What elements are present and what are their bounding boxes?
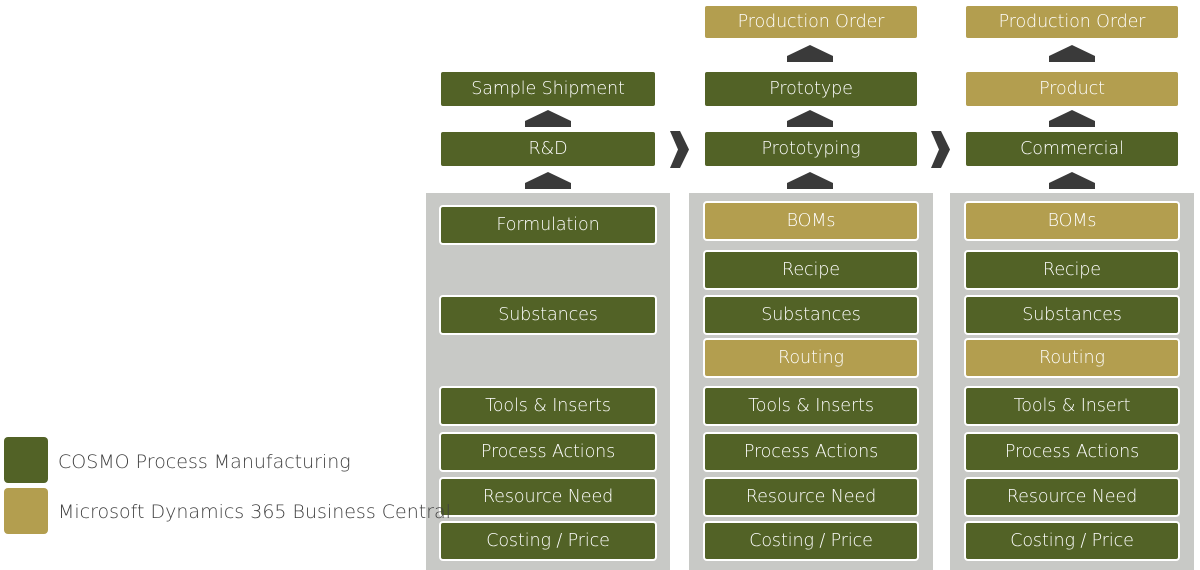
costing-price-box: Costing / Price [964,521,1180,561]
substances-box: Substances [439,295,657,335]
up-arrow-icon [787,172,833,183]
up-arrow-icon [787,121,833,127]
resource-need-box: Resource Need [964,477,1180,517]
up-arrow-icon [787,110,833,121]
legend-label-bc: Microsoft Dynamics 365 Business Central [58,501,451,523]
resource-need-box: Resource Need [439,477,657,517]
costing-price-box: Costing / Price [439,521,657,561]
boms-box: BOMs [964,201,1180,241]
routing-box: Routing [703,338,919,378]
prototyping-box: Prototyping [703,130,919,168]
up-arrow-icon [525,110,571,121]
process-actions-box: Process Actions [439,432,657,472]
prototype-box: Prototype [703,70,919,108]
substances-box: Substances [964,295,1180,335]
substances-box: Substances [703,295,919,335]
routing-box: Routing [964,338,1180,378]
formulation-box: Formulation [439,205,657,245]
up-arrow-icon [1049,172,1095,183]
up-arrow-icon [1049,45,1095,56]
production-order-box: Production Order [703,4,919,40]
production-order-box: Production Order [964,4,1180,40]
up-arrow-icon [525,172,571,183]
recipe-box: Recipe [964,250,1180,290]
legend-swatch-cosmo [4,437,48,483]
up-arrow-icon [1049,56,1095,62]
rd-box: R&D [439,130,657,168]
product-box: Product [964,70,1180,108]
costing-price-box: Costing / Price [703,521,919,561]
up-arrow-icon [787,45,833,56]
up-arrow-icon [525,121,571,127]
resource-need-box: Resource Need [703,477,919,517]
tools-inserts-box: Tools & Inserts [703,386,919,426]
up-arrow-icon [1049,121,1095,127]
up-arrow-icon [525,183,571,189]
process-actions-box: Process Actions [964,432,1180,472]
process-actions-box: Process Actions [703,432,919,472]
boms-box: BOMs [703,201,919,241]
up-arrow-icon [1049,183,1095,189]
tools-inserts-box: Tools & Inserts [439,386,657,426]
up-arrow-icon [1049,110,1095,121]
commercial-box: Commercial [964,130,1180,168]
tools-insert-box: Tools & Insert [964,386,1180,426]
up-arrow-icon [787,183,833,189]
legend-swatch-bc [4,488,48,534]
chevron-right-icon [670,131,689,168]
up-arrow-icon [787,56,833,62]
legend-label-cosmo: COSMO Process Manufacturing [58,451,351,473]
recipe-box: Recipe [703,250,919,290]
chevron-right-icon [931,131,950,168]
sample-shipment-box: Sample Shipment [439,70,657,108]
